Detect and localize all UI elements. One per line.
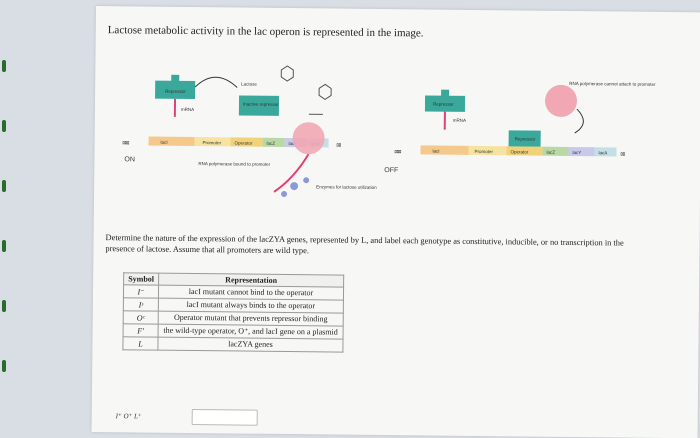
symbol-cell: Oᶜ bbox=[123, 310, 159, 325]
rnap-label-off: RNA polymerase cannot attach to promoter bbox=[569, 81, 656, 87]
operator-label-on: Operator bbox=[235, 140, 253, 145]
state-off: OFF bbox=[384, 167, 399, 175]
genotype-label: I⁺ O⁺ L⁺ bbox=[115, 412, 142, 421]
rnap-on bbox=[292, 122, 325, 155]
repressor-label-off: Repressor bbox=[433, 102, 454, 107]
repressor-bound-label: Repressor bbox=[515, 136, 536, 141]
question-title: Lactose metabolic activity in the lac op… bbox=[107, 24, 424, 40]
question-page: Lactose metabolic activity in the lac op… bbox=[91, 6, 700, 438]
laci-label-off: lacI bbox=[432, 149, 439, 154]
mrna-label-on: mRNA bbox=[181, 107, 194, 112]
rnap-label-on: RNA polymerase bound to promoter bbox=[198, 161, 270, 167]
symbol-table: Symbol Representation I⁻ lacI mutant can… bbox=[122, 272, 344, 353]
lac-operon-diagram: Repressor mRNA Lactose Inactive represso… bbox=[123, 65, 656, 197]
inactive-repressor-label: Inactive repressor bbox=[243, 102, 279, 107]
lacz-label-on: lacZ bbox=[267, 141, 276, 146]
off-panel: Repressor mRNA ﾛﾛﾛ lacI Promoter Operato… bbox=[394, 81, 656, 157]
repressor-shape-off bbox=[424, 89, 466, 112]
enzymes-label: Enzymes for lactose utilization bbox=[316, 184, 377, 190]
state-on: ON bbox=[124, 156, 135, 164]
operator-label-off: Operator bbox=[510, 149, 528, 154]
table-row: L lacZYA genes bbox=[122, 336, 344, 353]
repressor-shape-on bbox=[155, 74, 196, 100]
lacy-label-on: lacY bbox=[289, 141, 298, 146]
repressor-label-on: Repressor bbox=[165, 89, 186, 94]
promoter-label-off: Promoter bbox=[474, 149, 493, 154]
laca-label-off: lacA bbox=[598, 150, 607, 155]
lacz-label-off: lacZ bbox=[546, 150, 555, 155]
promoter-label-on: Promoter bbox=[203, 140, 222, 145]
symbol-cell: I⁻ bbox=[123, 284, 159, 299]
on-panel: Repressor mRNA Lactose Inactive represso… bbox=[123, 65, 377, 197]
rnap-off bbox=[545, 84, 578, 117]
lactose-label: Lactose bbox=[241, 82, 257, 87]
table-header-symbol: Symbol bbox=[123, 272, 159, 286]
question-prompt: Determine the nature of the expression o… bbox=[105, 233, 624, 256]
mrna-label-off: mRNA bbox=[453, 118, 466, 123]
svg-text:ﾛﾛ: ﾛﾛ bbox=[337, 143, 342, 148]
svg-text:ﾛﾛ: ﾛﾛ bbox=[620, 152, 625, 157]
symbol-cell: Iˢ bbox=[123, 297, 159, 312]
repressor-bound-shape bbox=[508, 130, 541, 147]
laci-label-on: lacI bbox=[161, 140, 168, 145]
symbol-cell: F′ bbox=[123, 323, 159, 338]
representation-cell: lacZYA genes bbox=[157, 337, 344, 353]
svg-text:ﾛﾛﾛ: ﾛﾛﾛ bbox=[394, 149, 402, 154]
inactive-repressor-shape bbox=[238, 95, 280, 116]
lacy-label-off: lacY bbox=[572, 150, 581, 155]
genotype-answer-input[interactable] bbox=[191, 409, 258, 426]
left-margin-markers bbox=[0, 0, 8, 438]
svg-text:ﾛﾛﾛ: ﾛﾛﾛ bbox=[123, 140, 131, 145]
symbol-cell: L bbox=[122, 336, 159, 351]
